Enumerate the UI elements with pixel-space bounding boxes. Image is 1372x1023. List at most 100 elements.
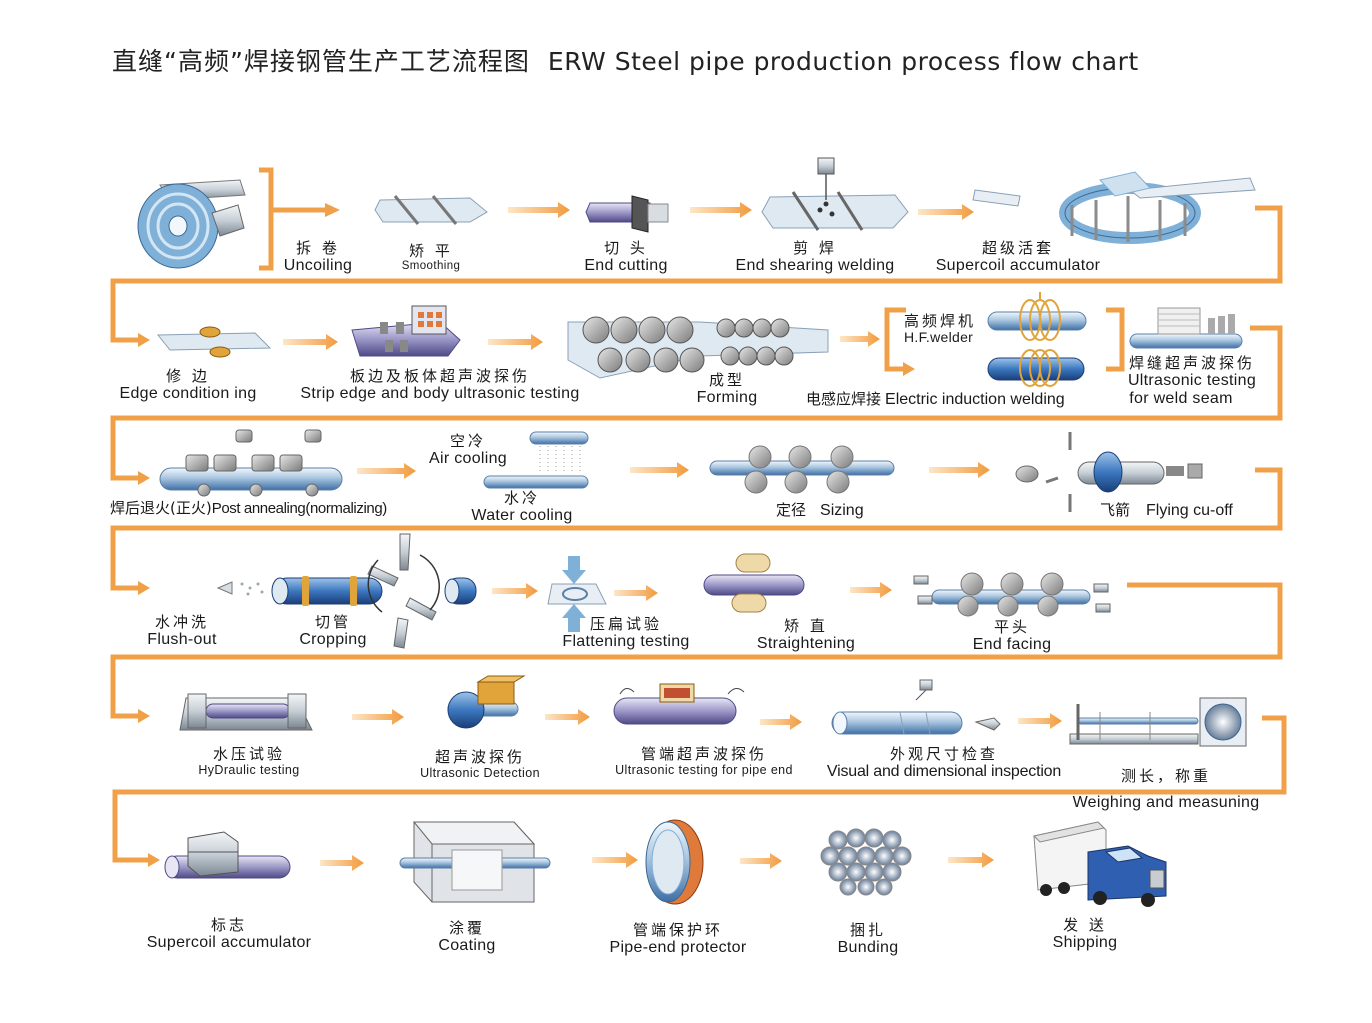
- step-end-facing: 平头 End facing: [972, 618, 1052, 653]
- connector-head: [903, 362, 915, 376]
- step-water-cooling: 水冷 Water cooling: [471, 489, 573, 524]
- step-air-cooling: 空冷 Air cooling: [428, 432, 508, 467]
- step-smoothing: 矫 平 Smoothing: [401, 242, 461, 272]
- step-flush-out: 水冲洗 Flush-out: [147, 613, 217, 648]
- weighing-illustration: [1069, 697, 1247, 747]
- flying-cutoff-illustration: [1015, 432, 1203, 512]
- end-shearing-welding-illustration: [761, 157, 909, 231]
- strip-ultrasonic-illustration: [351, 305, 461, 357]
- title-zh: 直缝“高频”焊接钢管生产工艺流程图: [112, 47, 530, 76]
- step-arrow: [320, 855, 364, 871]
- straightening-illustration: [703, 553, 805, 613]
- air-water-cooling-illustration: [483, 431, 589, 489]
- visual-inspection-illustration: [831, 679, 1001, 735]
- hf-welder-illustration: [987, 292, 1087, 387]
- step-pipe-end-ultrasonic: 管端超声波探伤 Ultrasonic testing for pipe end: [615, 745, 793, 777]
- step-shipping: 发 送 Shipping: [1052, 916, 1118, 951]
- shipping-truck-illustration: [1032, 821, 1167, 907]
- step-arrow: [283, 334, 338, 350]
- coating-illustration: [399, 821, 551, 903]
- step-uncoiling: 拆 卷 Uncoiling: [283, 239, 353, 274]
- step-arrow: [918, 204, 974, 220]
- bunding-illustration: [820, 828, 912, 896]
- hf-bracket-right: [1106, 307, 1125, 372]
- connector-row3-row4: [110, 467, 1283, 591]
- step-strip-ultrasonic: 板边及板体超声波探伤 Strip edge and body ultrasoni…: [300, 367, 580, 402]
- step-end-cutting: 切 头 End cutting: [584, 239, 668, 274]
- title-en: ERW Steel pipe production process flow c…: [547, 47, 1139, 76]
- step-straightening: 矫 直 Straightening: [756, 617, 856, 652]
- uncoil-bracket: [259, 167, 274, 271]
- connector-head: [138, 471, 150, 485]
- step-arrow: [850, 582, 892, 598]
- step-marking: 标志 Supercoil accumulator: [146, 916, 312, 951]
- step-bunding: 捆扎 Bunding: [837, 921, 899, 956]
- cropping-illustration: [271, 533, 477, 649]
- marking-illustration: [164, 831, 291, 879]
- pipe-end-protector-illustration: [645, 819, 704, 905]
- step-forming: 成型 Forming: [696, 371, 758, 406]
- step-arrow: [1018, 713, 1062, 729]
- end-cutting-illustration: [585, 195, 669, 233]
- step-arrow: [614, 585, 658, 601]
- chart-title: 直缝“高频”焊接钢管生产工艺流程图 ERW Steel pipe producti…: [112, 42, 1139, 78]
- connector-row1-row2: [110, 205, 1283, 343]
- step-end-shearing-welding: 剪 焊 End shearing welding: [735, 239, 895, 274]
- step-weld-seam-ultrasonic: 焊缝超声波探伤 Ultrasonic testing for weld seam: [1127, 354, 1257, 407]
- connector-head: [148, 853, 160, 867]
- connector-head: [138, 581, 150, 595]
- sizing-illustration: [709, 445, 895, 494]
- step-coating: 涂覆 Coating: [438, 919, 496, 954]
- uncoiling-illustration: [137, 179, 246, 269]
- hydraulic-illustration: [179, 693, 313, 731]
- connector-head: [325, 203, 340, 217]
- step-arrow: [492, 583, 538, 599]
- step-arrow: [630, 462, 689, 478]
- step-post-annealing: 焊后退火(正火)Post annealing(normalizing): [110, 499, 387, 517]
- step-arrow: [545, 709, 590, 725]
- step-visual-inspection: 外观尺寸检查 Visual and dimensional inspection: [826, 745, 1062, 780]
- step-hf-welder: 高频焊机 H.F.welder: [904, 312, 977, 345]
- connector-head: [138, 709, 150, 723]
- step-cropping: 切管 Cropping: [299, 613, 367, 648]
- connector-head: [138, 333, 150, 347]
- connector-row4-row5: [110, 582, 1283, 719]
- step-arrow: [357, 463, 416, 479]
- step-arrow: [948, 852, 994, 868]
- step-arrow: [740, 853, 782, 869]
- supercoil-accumulator-illustration: [972, 171, 1256, 244]
- step-arrow: [840, 331, 880, 347]
- forming-illustration: [567, 316, 829, 379]
- step-flattening: 压扁试验 Flattening testing: [562, 615, 690, 650]
- step-edge-conditioning: 修 边 Edge condition ing: [119, 367, 257, 402]
- step-arrow: [690, 202, 752, 218]
- smoothing-illustration: [374, 195, 488, 225]
- weld-seam-ultrasonic-illustration: [1129, 307, 1243, 349]
- connector-row5-row6: [112, 715, 1287, 863]
- post-annealing-illustration: [159, 429, 343, 497]
- step-ultrasonic-detection: 超声波探伤 Ultrasonic Detection: [420, 748, 540, 780]
- connector-row2-row3: [110, 325, 1283, 481]
- connector-heads: [138, 203, 915, 867]
- step-supercoil-accumulator: 超级活套 Supercoil accumulator: [935, 239, 1101, 274]
- step-arrow: [929, 462, 990, 478]
- flow-connectors: [110, 167, 1287, 863]
- step-arrows: [283, 202, 1062, 871]
- flush-out-illustration: [216, 581, 264, 596]
- step-hydraulic: 水压试验 HyDraulic testing: [198, 745, 300, 777]
- edge-conditioning-illustration: [156, 326, 272, 358]
- step-weighing: 测长，称重 Weighing and measuning: [1072, 767, 1260, 811]
- end-facing-illustration: [913, 572, 1111, 617]
- step-arrow: [592, 852, 638, 868]
- step-arrow: [488, 334, 543, 350]
- pipe-end-ultrasonic-illustration: [613, 683, 745, 725]
- step-arrow: [760, 714, 802, 730]
- hf-bracket-left: [884, 307, 906, 372]
- step-pipe-end-protector: 管端保护环 Pipe-end protector: [609, 921, 747, 956]
- step-arrow: [352, 709, 404, 725]
